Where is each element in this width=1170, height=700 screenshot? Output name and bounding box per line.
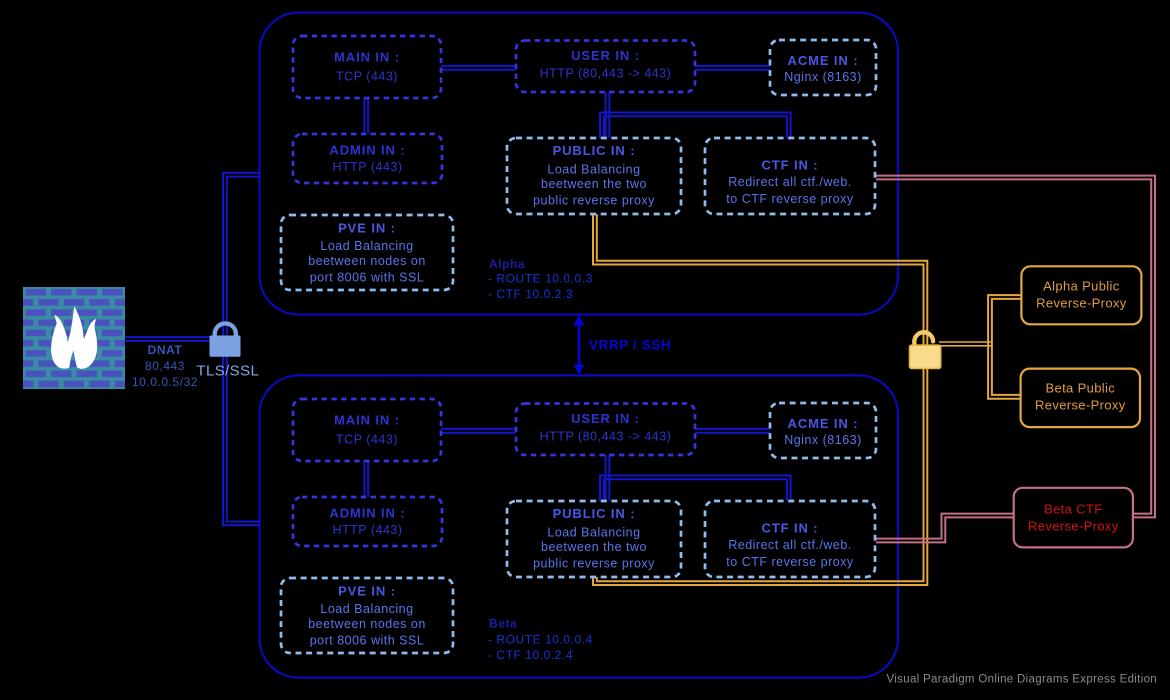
svg-text:- CTF 10.0.2.4: - CTF 10.0.2.4 — [488, 648, 573, 662]
svg-text:10.0.0.5/32: 10.0.0.5/32 — [132, 375, 198, 389]
svg-text:USER IN :: USER IN : — [571, 48, 640, 63]
svg-text:Alpha Public: Alpha Public — [1043, 278, 1120, 293]
svg-text:ADMIN IN :: ADMIN IN : — [329, 142, 405, 157]
svg-text:TCP (443): TCP (443) — [336, 69, 398, 83]
svg-text:VRRP / SSH: VRRP / SSH — [589, 338, 671, 353]
svg-text:Redirect all ctf./web.: Redirect all ctf./web. — [728, 175, 852, 189]
svg-text:USER IN :: USER IN : — [571, 411, 640, 426]
svg-text:to CTF reverse proxy: to CTF reverse proxy — [726, 192, 854, 206]
svg-text:port 8006 with SSL: port 8006 with SSL — [310, 633, 425, 647]
svg-text:- ROUTE 10.0.0.3: - ROUTE 10.0.0.3 — [488, 272, 593, 286]
svg-text:Reverse-Proxy: Reverse-Proxy — [1036, 295, 1127, 310]
svg-text:ACME IN :: ACME IN : — [788, 416, 859, 431]
svg-text:PVE IN :: PVE IN : — [338, 221, 396, 236]
svg-text:HTTP (80,443 -> 443): HTTP (80,443 -> 443) — [540, 430, 672, 444]
svg-text:HTTP (443): HTTP (443) — [332, 160, 402, 174]
svg-text:Visual Paradigm Online Diagram: Visual Paradigm Online Diagrams Express … — [887, 673, 1158, 685]
svg-text:Reverse-Proxy: Reverse-Proxy — [1028, 518, 1119, 533]
svg-text:Beta Public: Beta Public — [1045, 380, 1115, 395]
svg-text:ACME IN :: ACME IN : — [788, 53, 859, 68]
svg-text:Nginx (8163): Nginx (8163) — [784, 433, 862, 447]
svg-text:- ROUTE 10.0.0.4: - ROUTE 10.0.0.4 — [488, 633, 593, 647]
svg-text:TCP (443): TCP (443) — [336, 432, 398, 446]
svg-text:Load Balancing: Load Balancing — [547, 162, 640, 176]
svg-text:beetween the two: beetween the two — [541, 177, 647, 191]
svg-text:Load Balancing: Load Balancing — [547, 525, 640, 539]
svg-text:PVE IN :: PVE IN : — [338, 584, 396, 599]
svg-text:PUBLIC IN :: PUBLIC IN : — [553, 506, 636, 521]
svg-text:ADMIN IN :: ADMIN IN : — [329, 505, 405, 520]
svg-text:HTTP (80,443 -> 443): HTTP (80,443 -> 443) — [540, 67, 672, 81]
svg-text:MAIN IN :: MAIN IN : — [334, 49, 400, 64]
svg-text:Beta: Beta — [489, 617, 517, 631]
svg-text:Beta CTF: Beta CTF — [1044, 501, 1102, 516]
svg-text:beetween nodes on: beetween nodes on — [308, 254, 426, 268]
svg-text:- CTF 10.0.2.3: - CTF 10.0.2.3 — [488, 287, 573, 301]
svg-text:Alpha: Alpha — [489, 257, 525, 271]
svg-text:HTTP (443): HTTP (443) — [332, 523, 402, 537]
svg-text:public reverse proxy: public reverse proxy — [533, 557, 655, 571]
svg-text:CTF IN :: CTF IN : — [761, 521, 818, 536]
svg-text:public reverse proxy: public reverse proxy — [533, 194, 655, 208]
svg-text:DNAT: DNAT — [148, 343, 183, 357]
svg-text:to CTF reverse proxy: to CTF reverse proxy — [726, 555, 854, 569]
svg-text:beetween nodes on: beetween nodes on — [308, 617, 426, 631]
svg-text:MAIN IN :: MAIN IN : — [334, 412, 400, 427]
svg-text:beetween the two: beetween the two — [541, 540, 647, 554]
svg-text:Load Balancing: Load Balancing — [320, 602, 413, 616]
svg-text:Load Balancing: Load Balancing — [320, 239, 413, 253]
svg-text:Redirect all ctf./web.: Redirect all ctf./web. — [728, 538, 852, 552]
svg-text:port 8006 with SSL: port 8006 with SSL — [310, 270, 425, 284]
svg-text:Reverse-Proxy: Reverse-Proxy — [1035, 397, 1126, 412]
svg-text:CTF IN :: CTF IN : — [761, 158, 818, 173]
svg-text:Nginx (8163): Nginx (8163) — [784, 70, 862, 84]
svg-text:PUBLIC IN :: PUBLIC IN : — [553, 143, 636, 158]
svg-text:80,443: 80,443 — [145, 359, 185, 373]
svg-text:TLS/SSL: TLS/SSL — [196, 362, 259, 379]
